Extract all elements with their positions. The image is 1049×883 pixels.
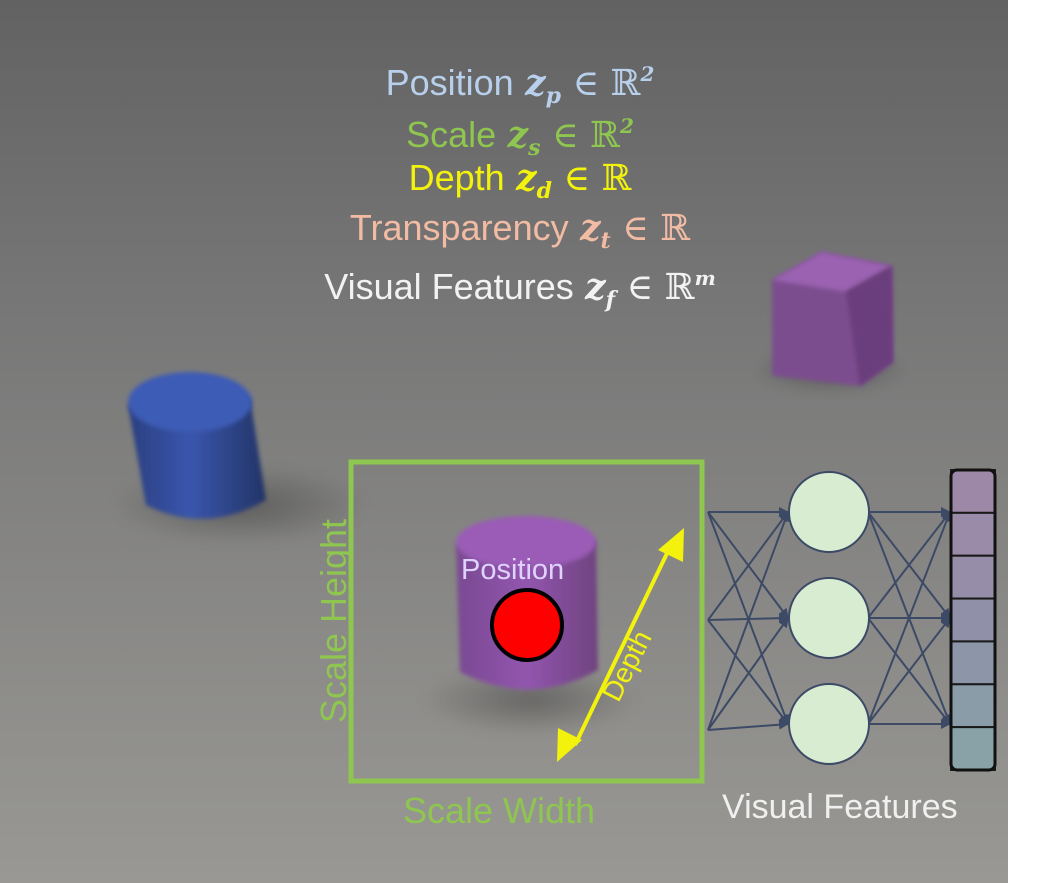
blue-cylinder [110, 372, 370, 545]
scale-width-label: Scale Width [403, 790, 596, 831]
network-nodes [788, 471, 870, 765]
legend-symbol: z [585, 266, 606, 308]
legend-line: Depth zd ∈ ℝ [200, 158, 840, 211]
scale-bounding-box [348, 459, 705, 784]
legend-symbol: z [580, 207, 601, 249]
legend-symbol: z [507, 114, 529, 156]
network-node [788, 683, 870, 765]
legend-membership: ∈ ℝ [563, 158, 632, 199]
legend-superscript: 2 [640, 62, 655, 86]
legend-superscript: m [694, 266, 716, 290]
feature-vector [949, 468, 997, 772]
legend-label: Depth [408, 157, 505, 198]
network-edges [707, 507, 952, 731]
network-node [788, 471, 870, 553]
legend-subscript: d [536, 178, 552, 204]
feature-cell [950, 683, 996, 729]
legend-subscript: s [528, 135, 541, 161]
legend-membership: ∈ ℝ [572, 63, 641, 104]
legend-line: Position zp ∈ ℝ2 [200, 54, 840, 116]
feature-vector-border [949, 468, 997, 772]
legend-membership: ∈ ℝ [626, 267, 695, 308]
scale-height-label: Scale Height [313, 518, 354, 724]
network-node [788, 577, 870, 659]
legend-label: Position [385, 62, 514, 103]
legend-subscript: p [545, 83, 561, 109]
legend-label: Transparency [349, 207, 569, 248]
legend-symbol: z [525, 62, 546, 104]
feature-cell [950, 640, 996, 686]
depth-arrow [557, 528, 684, 762]
legend-line: Visual Features zf ∈ ℝm [200, 258, 840, 320]
legend-subscript: f [605, 287, 616, 313]
visual-features-label: Visual Features [722, 788, 958, 826]
purple-cube [750, 252, 910, 395]
position-label: Position [461, 554, 565, 586]
feature-cell [950, 511, 996, 557]
feature-cell [950, 469, 996, 514]
legend-membership: ∈ ℝ [622, 208, 691, 249]
feature-cell [950, 726, 996, 772]
position-dot [490, 588, 564, 662]
legend-line: Scale zs ∈ ℝ2 [200, 106, 840, 168]
legend-subscript: t [600, 228, 611, 254]
legend-membership: ∈ ℝ [551, 115, 620, 156]
feature-cell [950, 554, 996, 600]
legend-label: Scale [406, 114, 497, 155]
legend-symbol: z [516, 157, 537, 199]
legend-superscript: 2 [619, 114, 634, 138]
legend-line: Transparency zt ∈ ℝ [200, 208, 840, 261]
feature-cell [950, 597, 996, 643]
legend-label: Visual Features [324, 266, 574, 307]
